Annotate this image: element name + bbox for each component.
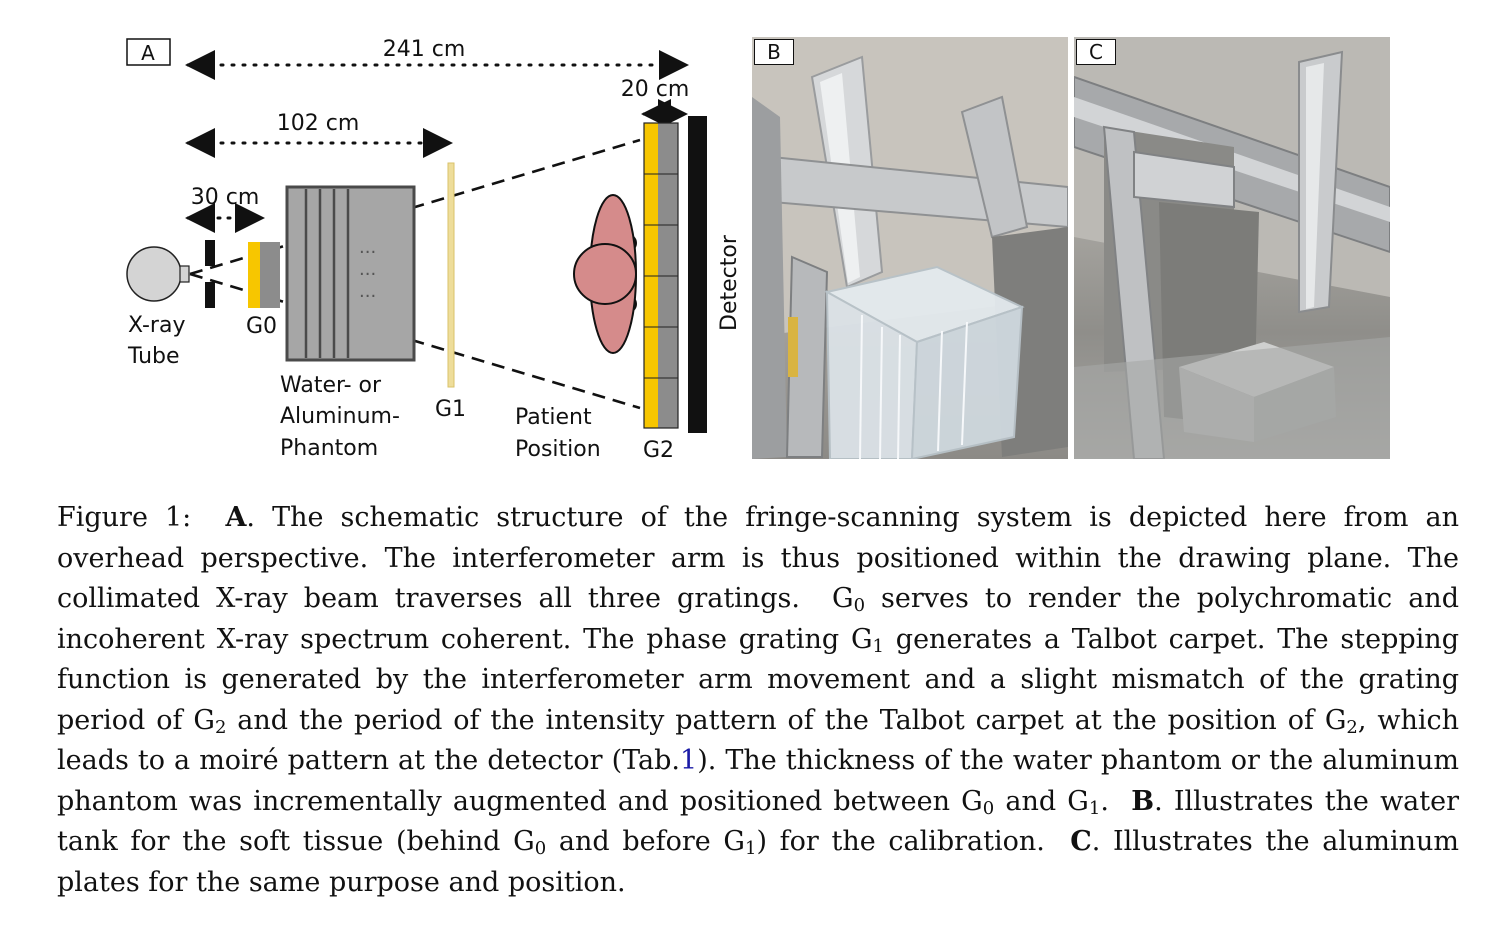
caption-text-10: . Illustrates the aluminum plates for th… [57, 826, 1460, 898]
caption-a-label: A [225, 502, 247, 533]
grating-g2 [643, 122, 679, 429]
caption-sub-0c: 0 [534, 838, 547, 859]
xray-tube-label-2: Tube [127, 344, 180, 369]
phantom-label-2: Aluminum- [280, 404, 400, 429]
caption-sub-0a: 0 [853, 595, 866, 616]
svg-text:A: A [141, 41, 155, 65]
detector-label: Detector [717, 234, 742, 331]
water-tank-illustration [752, 37, 1068, 459]
caption-text-5: , which leads to a moiré pattern at the … [57, 704, 1459, 777]
caption-sub-1b: 1 [1088, 797, 1101, 819]
caption-dot: . [1100, 785, 1109, 817]
phantom-label-1: Water- or [280, 373, 382, 398]
caption-sub-2b: 2 [1346, 716, 1358, 738]
caption-text-1: . The schematic structure of the fringe-… [57, 502, 1459, 614]
caption-g2b: G [1324, 704, 1347, 736]
caption-table-ref[interactable]: 1 [680, 745, 698, 776]
photo-water-tank: B [752, 37, 1068, 459]
svg-text:30 cm: 30 cm [191, 185, 260, 210]
collimator-lower [205, 282, 215, 308]
panel-a-label: A [126, 38, 171, 66]
caption-text-7: . Illustrates the water tank for the sof… [57, 785, 1460, 858]
panel-b-label: B [754, 39, 794, 65]
schematic-diagram: A 241 cm 102 cm 30 cm 20 cm X-ray Tube [126, 37, 742, 463]
xray-tube [126, 246, 190, 302]
phantom-dots-2: ... [359, 259, 376, 280]
dimension-g0: 30 cm [185, 185, 265, 233]
caption-b-label: B [1131, 785, 1155, 817]
caption-g0: G [831, 583, 854, 614]
caption-fig-label: Figure 1: [57, 502, 192, 533]
g1-label: G1 [435, 397, 466, 422]
detector-bar [688, 116, 707, 433]
caption-c-label: C [1070, 826, 1092, 857]
dimension-total: 241 cm [185, 37, 689, 80]
svg-text:20 cm: 20 cm [621, 77, 690, 102]
caption-g0b: G [961, 785, 983, 817]
patient-label-1: Patient [515, 405, 592, 430]
caption-text-2: serves to render the polychromatic and i… [57, 583, 1459, 655]
caption-g1b: G [1067, 785, 1089, 817]
caption-text-4: and the period of the intensity pattern … [237, 704, 1314, 736]
photo-aluminum-plates: C [1074, 37, 1390, 459]
phantom-dots-3: ... [359, 281, 376, 302]
svg-text:102 cm: 102 cm [277, 111, 360, 136]
phantom-label-3: Phantom [280, 436, 378, 461]
g0-label: G0 [246, 314, 277, 339]
caption-and: and [1005, 785, 1057, 817]
figure-1: A 241 cm 102 cm 30 cm 20 cm X-ray Tube [126, 37, 1390, 463]
phantom-block [285, 185, 416, 362]
collimator-upper [205, 240, 215, 266]
patient-figure [573, 194, 637, 354]
dimension-g1: 102 cm [185, 111, 453, 158]
caption-g1: G [850, 623, 873, 655]
panel-c-label: C [1076, 39, 1116, 65]
caption-sub-1c: 1 [744, 838, 757, 859]
caption-sub-2a: 2 [214, 716, 227, 738]
xray-tube-label-1: X-ray [128, 313, 185, 338]
caption-text-6: ). The thickness of the water phantom or… [57, 745, 1459, 817]
aluminum-plates-illustration [1074, 37, 1390, 459]
caption-text-8: and before [558, 826, 711, 857]
grating-g0 [248, 242, 280, 308]
dimension-g2: 20 cm [621, 77, 690, 129]
caption-g0c: G [513, 826, 535, 857]
caption-g1c: G [723, 826, 745, 857]
caption-sub-0b: 0 [982, 797, 995, 819]
patient-label-2: Position [515, 437, 601, 462]
caption-text-3: generates a Talbot carpet. The stepping … [57, 623, 1459, 736]
g2-label: G2 [643, 438, 674, 463]
phantom-dots-1: ... [359, 237, 376, 258]
caption-sub-1a: 1 [872, 635, 884, 657]
caption-g2: G [193, 704, 215, 736]
grating-g1 [447, 162, 455, 388]
figure-caption: Figure 1: A. The schematic structure of … [57, 498, 1459, 903]
caption-text-9: ) for the calibration. [756, 826, 1045, 857]
svg-text:241 cm: 241 cm [383, 37, 466, 62]
